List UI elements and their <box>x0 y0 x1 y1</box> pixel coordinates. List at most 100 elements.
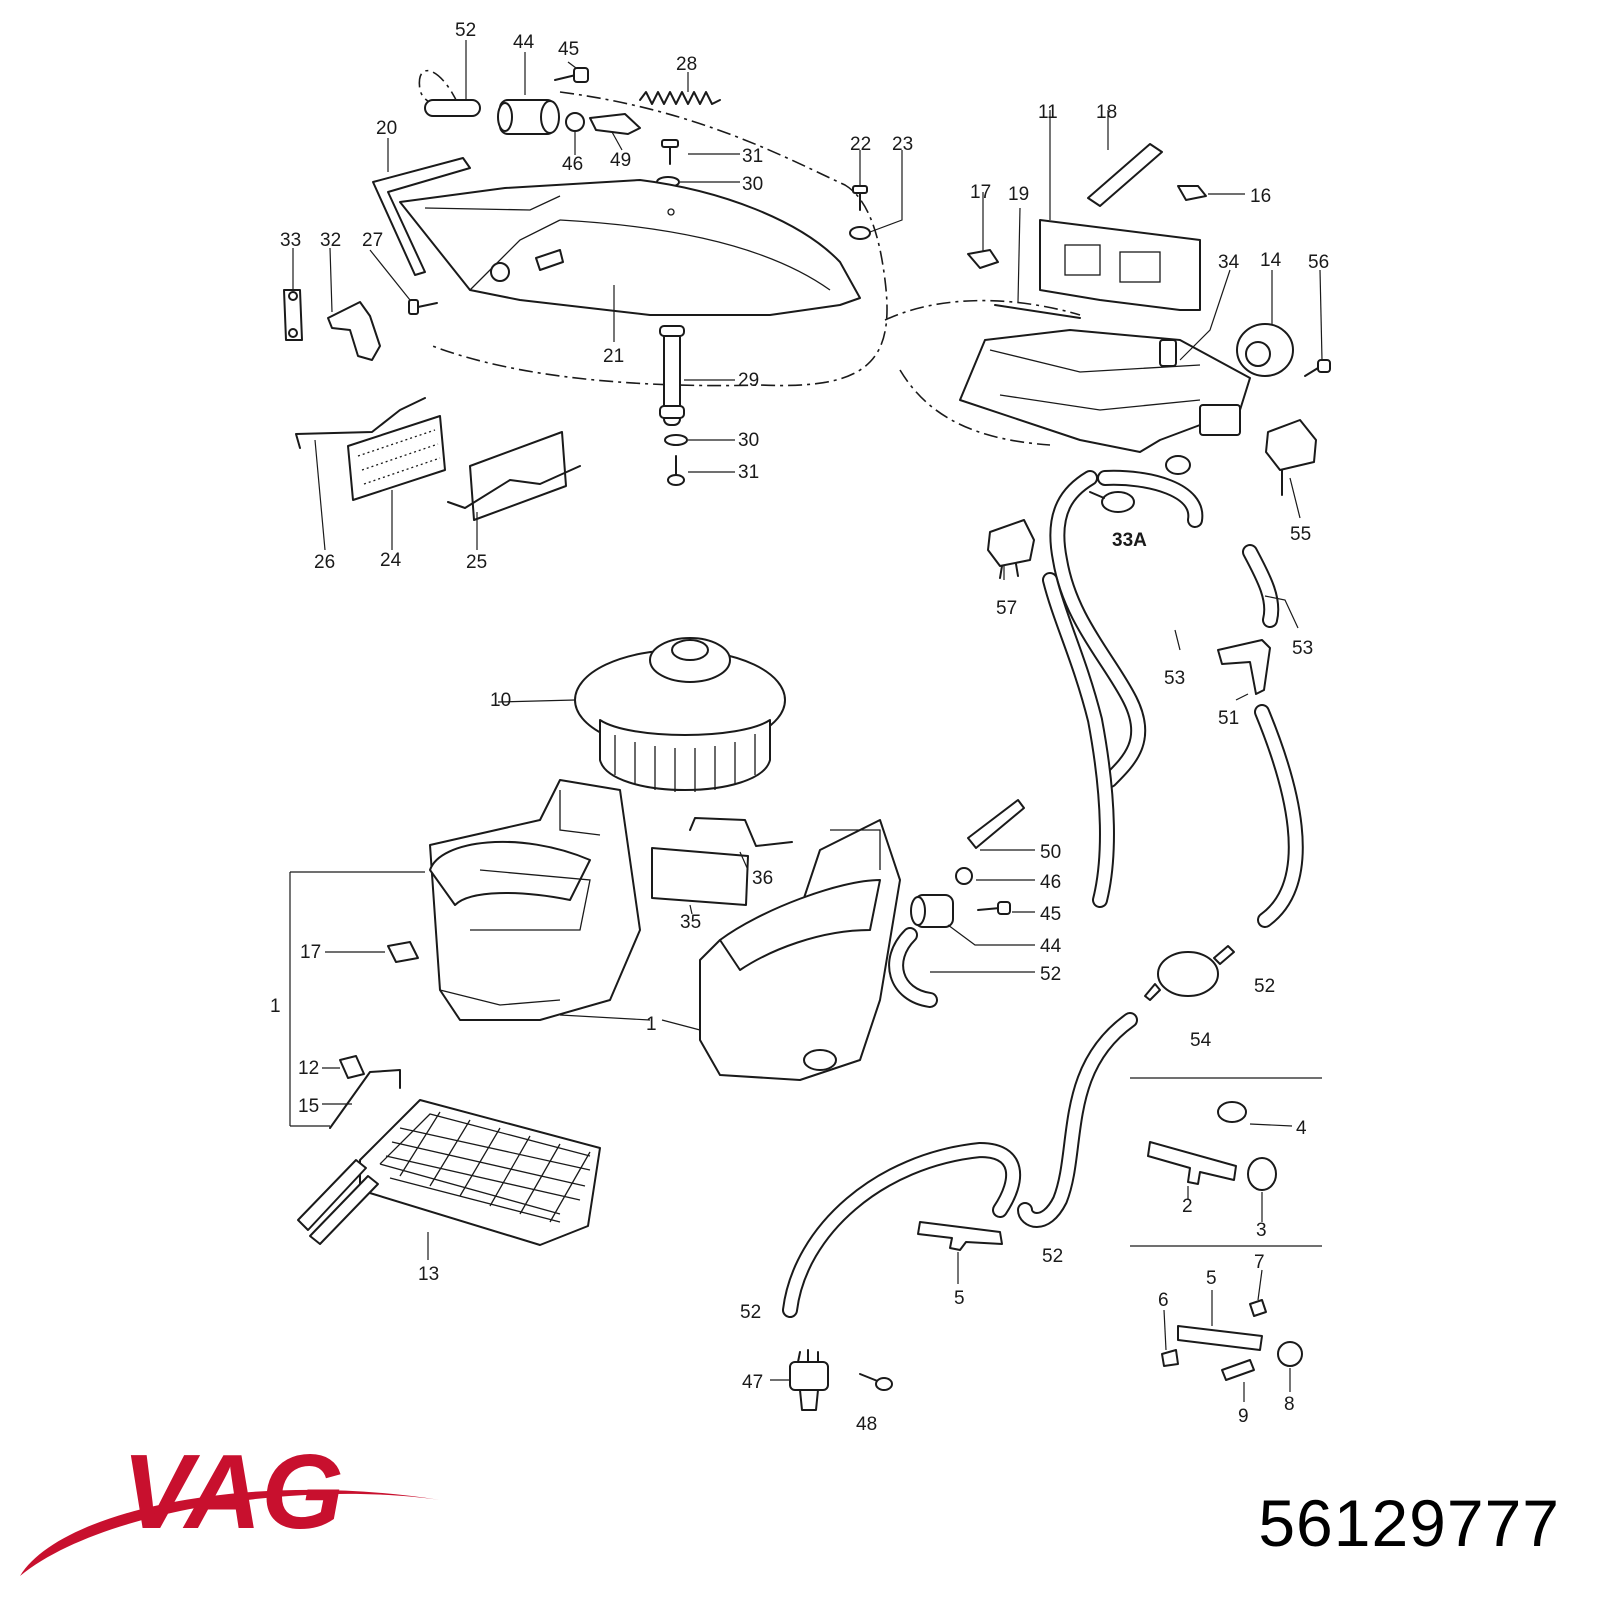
knob-14 <box>1236 323 1294 377</box>
clip-46-top <box>565 112 585 132</box>
cable-route-dashed-2 <box>884 299 1081 321</box>
clip-12 <box>339 1055 365 1079</box>
callout-28: 28 <box>676 54 697 75</box>
callout-16: 16 <box>1250 186 1271 207</box>
callout-36: 36 <box>752 868 773 889</box>
callout-33: 33 <box>280 230 301 251</box>
callout-33A: 33A <box>1112 530 1147 551</box>
clip-17-mid <box>387 941 419 963</box>
callout-10: 10 <box>490 690 511 711</box>
t-piece-5-lower <box>917 1221 1003 1251</box>
callout-45: 45 <box>558 39 579 60</box>
drain-tube-29 <box>659 325 685 426</box>
fitting-9 <box>1221 1359 1255 1381</box>
control-unit-group <box>959 110 1331 908</box>
callout-labels: 52 44 45 28 46 49 31 30 20 22 23 33 32 2… <box>270 20 1329 1435</box>
callout-57: 57 <box>996 598 1017 619</box>
washer-23 <box>849 226 871 240</box>
callout-44: 44 <box>513 32 535 53</box>
callout-52: 52 <box>455 20 476 41</box>
callout-26: 26 <box>314 552 335 573</box>
bracket-20 <box>372 157 471 276</box>
clamp-3 <box>1247 1157 1277 1191</box>
lever-50 <box>967 799 1025 849</box>
callout-8: 8 <box>1284 1394 1295 1415</box>
t-piece-2 <box>1147 1141 1237 1185</box>
callout-15: 15 <box>298 1096 319 1117</box>
vacuum-unit-44 <box>497 99 560 135</box>
callout-29: 29 <box>738 370 759 391</box>
callout-49: 49 <box>610 150 631 171</box>
screw-31-top <box>661 139 679 165</box>
bracket-15 <box>329 1069 401 1129</box>
callout-24: 24 <box>380 550 402 571</box>
logo-wordmark: VAG <box>122 1433 344 1551</box>
vacuum-unit-44-mid <box>910 894 954 928</box>
callout-45b: 45 <box>1040 904 1061 925</box>
relay-55 <box>1265 419 1317 496</box>
callout-48: 48 <box>856 1414 877 1435</box>
callout-25: 25 <box>466 552 487 573</box>
part-number: 56129777 <box>1258 1486 1560 1560</box>
filter-24 <box>347 415 446 501</box>
callout-51: 51 <box>1218 708 1239 729</box>
callout-31: 31 <box>742 146 763 167</box>
callout-35: 35 <box>680 912 701 933</box>
callout-3: 3 <box>1256 1220 1267 1241</box>
frame-25 <box>447 431 581 521</box>
spring-28 <box>639 91 721 105</box>
callout-52d: 52 <box>1042 1246 1063 1267</box>
strap-18 <box>1087 143 1163 207</box>
callout-17b: 17 <box>300 942 321 963</box>
callout-53b: 53 <box>1292 638 1313 659</box>
clamp-8 <box>1277 1341 1303 1367</box>
rod-26 <box>295 397 426 449</box>
callout-54: 54 <box>1190 1030 1212 1051</box>
valve-top-small <box>1165 455 1191 475</box>
callout-18: 18 <box>1096 102 1117 123</box>
screw-56 <box>1304 359 1331 377</box>
callout-31b: 31 <box>738 462 759 483</box>
housing-left-1 <box>429 779 641 1021</box>
callout-14: 14 <box>1260 250 1282 271</box>
screw-45-top <box>554 67 589 83</box>
callout-44b: 44 <box>1040 936 1062 957</box>
callout-19: 19 <box>1008 184 1029 205</box>
callout-52b: 52 <box>1040 964 1061 985</box>
callout-46b: 46 <box>1040 872 1061 893</box>
callout-52e: 52 <box>740 1302 761 1323</box>
callout-27: 27 <box>362 230 383 251</box>
screw-31-bottom <box>667 455 685 486</box>
callout-7: 7 <box>1254 1252 1265 1273</box>
callout-12: 12 <box>298 1058 319 1079</box>
fitting-6 <box>1161 1349 1179 1367</box>
callout-2: 2 <box>1182 1196 1193 1217</box>
callout-46: 46 <box>562 154 583 175</box>
callout-20: 20 <box>376 118 397 139</box>
heater-cover-group <box>283 40 1081 551</box>
rod-36 <box>689 817 793 847</box>
cable-route-dashed-3 <box>899 369 1051 446</box>
mounting-plate-11 <box>1039 219 1201 311</box>
heater-core-13 <box>297 1099 601 1246</box>
pin-19 <box>994 304 1081 319</box>
callout-5b: 5 <box>1206 1268 1217 1289</box>
callout-32: 32 <box>320 230 341 251</box>
callout-11: 11 <box>1038 102 1058 123</box>
t-piece-51 <box>1217 639 1271 695</box>
callout-56: 56 <box>1308 252 1329 273</box>
plate-35 <box>651 847 749 906</box>
clip-17-top <box>967 249 999 269</box>
callout-13: 13 <box>418 1264 439 1285</box>
blower-housing-group <box>289 637 1035 1260</box>
relay-57 <box>987 519 1035 579</box>
callout-52c: 52 <box>1254 976 1275 997</box>
t-piece-5-detail <box>1177 1325 1263 1351</box>
cable-route-dashed <box>429 91 888 387</box>
callout-17: 17 <box>970 182 991 203</box>
link-33 <box>283 289 303 341</box>
screw-27 <box>408 299 438 315</box>
callout-4: 4 <box>1296 1118 1307 1139</box>
hose-52-top <box>424 99 481 117</box>
